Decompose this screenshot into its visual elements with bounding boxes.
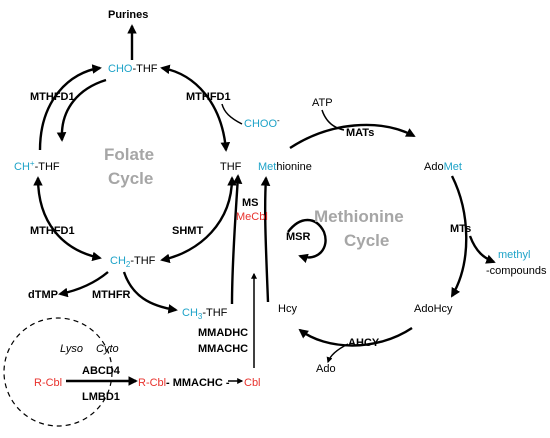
methionine-cycle-title-line2: Cycle	[344, 231, 389, 250]
lyso-label: Lyso	[60, 343, 83, 355]
arrow-ms-to-thf	[230, 174, 243, 305]
arrow-ahcy-to-ado	[326, 343, 349, 364]
cho-thf-label: CHO-THF	[108, 63, 158, 75]
adohcy-label: AdoHcy	[414, 303, 453, 315]
arrow-msr-loop	[287, 218, 327, 263]
dtmp-label: dTMP	[28, 289, 58, 301]
lysosome-membrane	[3, 317, 113, 427]
mmachc-inline-label: - MMACHC -	[166, 377, 230, 389]
mmachc-label: MMACHC	[198, 343, 248, 355]
purines-label: Purines	[108, 9, 148, 21]
mthfd1-top-left-label: MTHFD1	[30, 91, 75, 103]
folate-cycle-title-line1: Folate	[104, 145, 154, 164]
arrow-formate-to-thf	[221, 103, 243, 125]
cobalamin-arrows	[3, 317, 244, 427]
ado-label: Ado	[316, 363, 336, 375]
formate-label: CHOO-	[244, 116, 280, 130]
methyl-label: methyl	[498, 249, 530, 261]
mthfr-label: MTHFR	[92, 289, 131, 301]
compounds-label: -compounds	[486, 265, 547, 277]
methionine-label: Methionine	[258, 161, 312, 173]
arrow-chthf-to-chothf	[38, 64, 102, 151]
mecbl-label: MeCbl	[236, 211, 268, 223]
arrow-methionine-to-adomet	[289, 123, 416, 150]
mats-label: MATs	[346, 127, 374, 139]
cyto-label: Cyto	[96, 343, 119, 355]
r-cbl-left-label: R-Cbl	[34, 377, 62, 389]
methionine-cycle-title-line1: Methionine	[314, 207, 404, 226]
arrow-chothf-to-chthf	[56, 78, 107, 142]
mmadhc-label: MMADHC	[198, 327, 248, 339]
arrow-mts-to-methyl	[468, 235, 496, 264]
ch-thf-label: CH+-THF	[14, 159, 60, 173]
arrow-ch2thf-to-dtmp	[58, 271, 109, 298]
arrow-ms-to-methionine	[260, 176, 271, 303]
cbl-label: Cbl	[244, 377, 261, 389]
msr-label: MSR	[286, 231, 311, 243]
ch3-thf-label: CH3-THF	[182, 307, 228, 321]
arrow-atp-to-mats	[321, 109, 345, 131]
arrow-chthf-to-ch2thf	[33, 176, 102, 262]
mthfd1-bottom-left-label: MTHFD1	[30, 225, 75, 237]
arrow-ch2thf-to-ch3thf	[122, 271, 178, 314]
adomet-label: AdoMet	[424, 161, 462, 173]
hcy-label: Hcy	[278, 303, 297, 315]
ms-label: MS	[242, 197, 259, 209]
r-cbl-right-label: R-Cbl	[138, 377, 166, 389]
folate-cycle-title-line2: Cycle	[108, 169, 153, 188]
thf-label: THF	[220, 161, 242, 173]
abcd4-label: ABCD4	[82, 365, 121, 377]
arrow-thf-to-ch2thf	[160, 176, 237, 264]
folate-cycle-arrows	[33, 24, 243, 314]
methionine-cycle-arrows	[230, 109, 496, 368]
mts-label: MTs	[450, 223, 471, 235]
arrow-chothf-to-thf	[160, 64, 231, 152]
arrow-adohcy-to-hcy	[298, 327, 413, 347]
mthfd1-top-right-label: MTHFD1	[186, 91, 231, 103]
lmbd1-label: LMBD1	[82, 391, 120, 403]
shmt-label: SHMT	[172, 225, 203, 237]
arrow-adomet-to-adohcy	[450, 175, 468, 298]
ahcy-label: AHCY	[348, 337, 380, 349]
ch2-thf-label: CH2-THF	[110, 255, 156, 269]
atp-label: ATP	[312, 97, 333, 109]
